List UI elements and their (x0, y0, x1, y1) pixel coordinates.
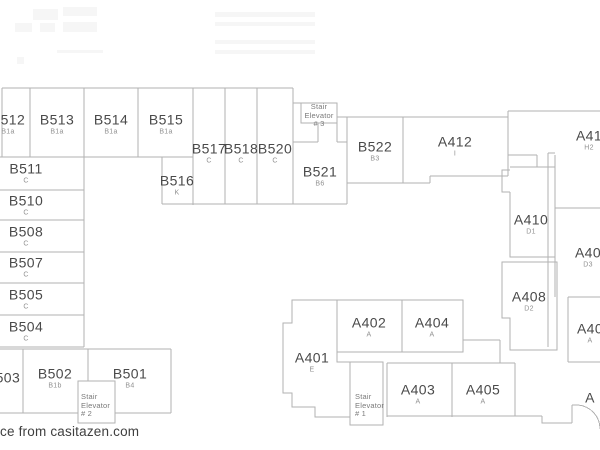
ghost-artifacts (15, 7, 315, 64)
watermark-text: ce from casitazen.com (0, 424, 140, 439)
wall-lines (0, 87, 600, 430)
room-label: B512B1a (0, 111, 26, 136)
room-label: A (585, 389, 595, 406)
room-label: B503 (0, 369, 21, 386)
